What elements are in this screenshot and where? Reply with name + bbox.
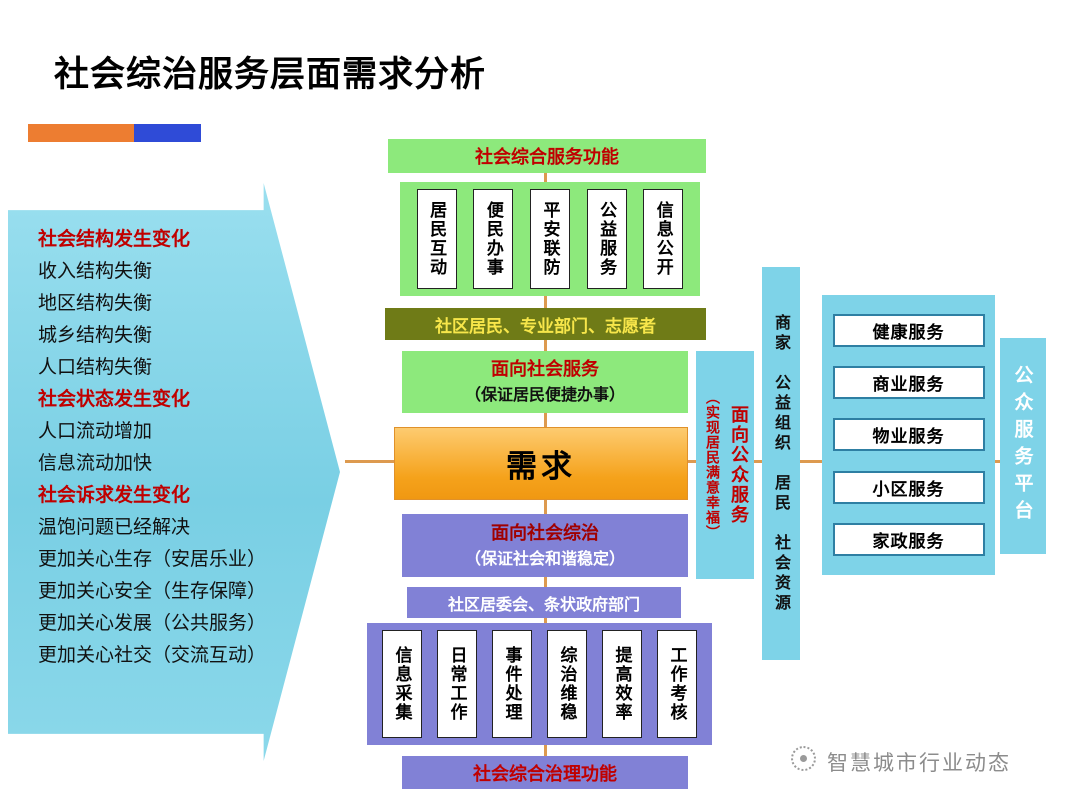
list-item: 人口结构失衡 <box>38 356 153 378</box>
demand-box: 需求 <box>394 427 688 500</box>
public-service-vertical-box: 面向公众服务 （实现居民满意幸福） <box>696 351 754 579</box>
governance-function-box: 事件处理 <box>492 630 532 738</box>
list-item: 地区结构失衡 <box>38 292 153 314</box>
public-service-box: 小区服务 <box>832 470 985 504</box>
social-governance-subtitle: （保证社会和谐稳定） <box>464 548 625 568</box>
list-item: 收入结构失衡 <box>38 260 153 282</box>
service-function-box: 平安联防 <box>529 189 570 289</box>
public-service-box: 商业服务 <box>832 366 985 400</box>
governance-function-box: 综治维稳 <box>547 630 587 738</box>
public-service-label: 健康服务 <box>872 323 945 344</box>
social-service-function-banner: 社会综合服务功能 <box>388 139 706 173</box>
list-item: 社会状态发生变化 <box>38 388 191 410</box>
list-item: 更加关心社交（交流互动） <box>38 644 267 666</box>
public-service-platform-bar: 公众服务平台 <box>1000 338 1046 554</box>
governance-function-group: 信息采集 日常工作 事件处理 综治维稳 提高效率 工作考核 <box>367 623 712 745</box>
governance-function-label: 工作考核 <box>666 646 687 722</box>
service-function-box: 信息公开 <box>643 189 684 289</box>
public-service-label: 商业服务 <box>872 375 945 396</box>
banner-label: 社会综合治理功能 <box>473 763 617 785</box>
title-accent-bar-orange <box>28 124 134 142</box>
governance-function-label: 综治维稳 <box>556 646 577 722</box>
service-function-box: 居民互动 <box>416 189 457 289</box>
governance-actors-banner: 社区居委会、条状政府部门 <box>407 587 681 618</box>
governance-function-box: 信息采集 <box>382 630 422 738</box>
social-governance-function-banner: 社会综合治理功能 <box>402 756 688 789</box>
public-service-text: 面向公众服务 （实现居民满意幸福） <box>698 390 752 540</box>
social-resources-label: 商家 公益组织 居民 社会资源 <box>772 313 791 614</box>
service-function-box: 公益服务 <box>586 189 627 289</box>
public-service-box: 健康服务 <box>832 314 985 348</box>
service-actors-banner: 社区居民、专业部门、志愿者 <box>385 308 706 340</box>
governance-function-label: 日常工作 <box>446 646 467 722</box>
public-service-box: 家政服务 <box>832 522 985 556</box>
public-service-label: 小区服务 <box>872 479 945 500</box>
governance-function-box: 日常工作 <box>437 630 477 738</box>
social-service-subtitle: （保证居民便捷办事） <box>464 385 625 405</box>
social-governance-box: 面向社会综治 （保证社会和谐稳定） <box>402 514 688 577</box>
service-function-group: 居民互动 便民办事 平安联防 公益服务 信息公开 <box>400 182 700 296</box>
list-item: 更加关心发展（公共服务） <box>38 612 267 634</box>
public-service-box: 物业服务 <box>832 418 985 452</box>
public-services-group: 健康服务 商业服务 物业服务 小区服务 家政服务 <box>822 295 995 575</box>
public-service-subtitle: （实现居民满意幸福） <box>704 390 720 540</box>
public-service-label: 家政服务 <box>872 531 945 552</box>
demand-label: 需求 <box>506 449 576 485</box>
social-governance-title: 面向社会综治 <box>491 522 599 544</box>
social-resources-bar: 商家 公益组织 居民 社会资源 <box>762 267 800 660</box>
public-service-label: 物业服务 <box>872 427 945 448</box>
social-service-box: 面向社会服务 （保证居民便捷办事） <box>402 351 688 413</box>
list-item: 人口流动增加 <box>38 420 153 442</box>
service-function-label: 信息公开 <box>652 201 673 277</box>
governance-function-label: 信息采集 <box>391 646 412 722</box>
list-item: 城乡结构失衡 <box>38 324 153 346</box>
watermark-logo-icon <box>791 746 816 771</box>
list-item: 社会诉求发生变化 <box>38 484 191 506</box>
public-service-platform-label: 公众服务平台 <box>1011 365 1034 527</box>
governance-function-label: 提高效率 <box>611 646 632 722</box>
list-item: 更加关心生存（安居乐业） <box>38 548 267 570</box>
governance-function-box: 提高效率 <box>602 630 642 738</box>
service-function-box: 便民办事 <box>473 189 514 289</box>
public-service-title: 面向公众服务 <box>728 405 749 525</box>
change-factors-list: 社会结构发生变化 收入结构失衡 地区结构失衡 城乡结构失衡 人口结构失衡 社会状… <box>38 223 323 671</box>
governance-function-box: 工作考核 <box>657 630 697 738</box>
page-title: 社会综治服务层面需求分析 <box>54 55 487 95</box>
service-function-label: 居民互动 <box>426 201 447 277</box>
service-actors-label: 社区居民、专业部门、志愿者 <box>435 316 656 337</box>
governance-actors-label: 社区居委会、条状政府部门 <box>447 594 640 614</box>
list-item: 信息流动加快 <box>38 452 153 474</box>
service-function-label: 平安联防 <box>539 201 560 277</box>
service-function-label: 公益服务 <box>596 201 617 277</box>
list-item: 社会结构发生变化 <box>38 228 191 250</box>
social-service-title: 面向社会服务 <box>491 359 599 381</box>
change-factors-arrow: 社会结构发生变化 收入结构失衡 地区结构失衡 城乡结构失衡 人口结构失衡 社会状… <box>8 183 340 761</box>
title-accent-bar-blue <box>134 124 201 142</box>
list-item: 更加关心安全（生存保障） <box>38 580 267 602</box>
service-function-label: 便民办事 <box>482 201 503 277</box>
list-item: 温饱问题已经解决 <box>38 516 191 538</box>
banner-label: 社会综合服务功能 <box>475 147 619 168</box>
watermark-text: 智慧城市行业动态 <box>827 751 1011 775</box>
governance-function-label: 事件处理 <box>501 646 522 722</box>
